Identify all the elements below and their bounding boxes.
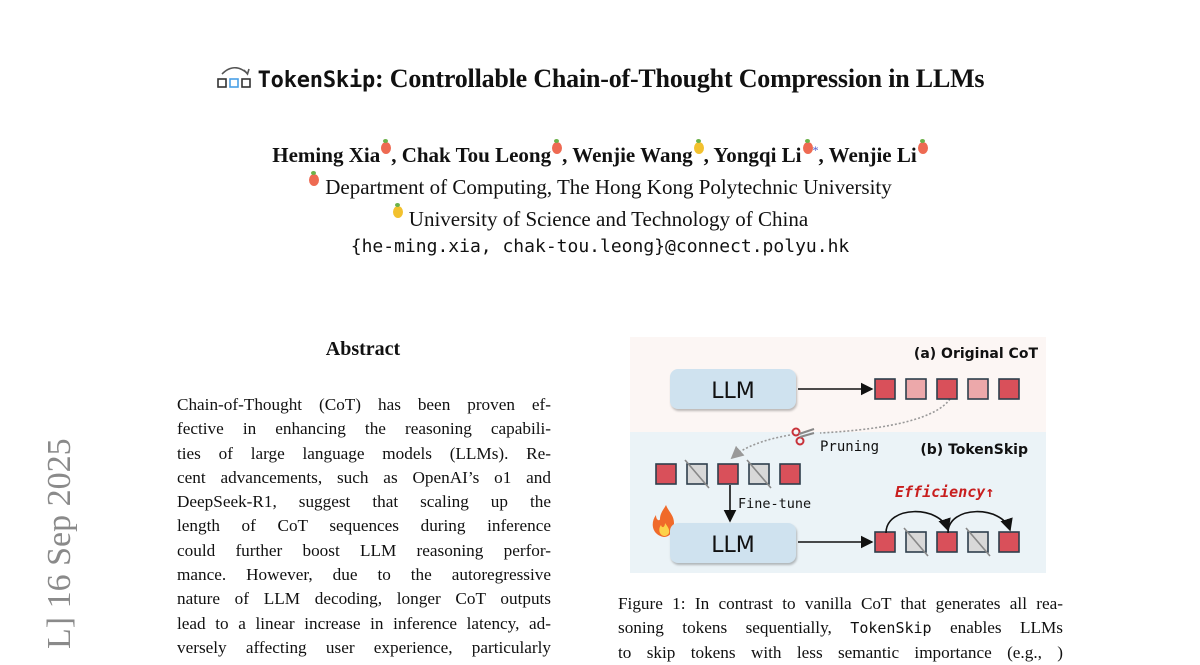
label-tokenskip: (b) TokenSkip — [920, 442, 1028, 458]
abstract-line: could further boost LLM reasoning perfor… — [177, 540, 551, 560]
token-important — [998, 378, 1020, 400]
token-kept — [717, 463, 739, 485]
peach-icon — [802, 139, 813, 154]
abstract-heading: Abstract — [325, 338, 401, 360]
abstract-line: Chain-of-Thought (CoT) has been proven e… — [177, 395, 551, 414]
abstract-line: mance. However, due to the autoregressiv… — [177, 565, 551, 585]
abstract-line: lead to a linear increase in inference l… — [177, 613, 551, 633]
abstract-line: length of CoT sequences during inference — [177, 516, 551, 536]
figure-1-caption: Figure 1: In contrast to vanilla CoT tha… — [618, 592, 1063, 665]
token-kept — [655, 463, 677, 485]
affiliation-2: University of Science and Technology of … — [0, 203, 1200, 232]
figure-1: (a) Original CoT (b) TokenSkip LLM Pruni… — [630, 337, 1046, 573]
token-strike — [746, 459, 772, 489]
author-name: Wenjie Li — [828, 143, 917, 167]
llm-label-bottom: LLM — [711, 533, 755, 558]
author-separator: , — [562, 143, 573, 167]
skip-arc-1 — [885, 510, 951, 534]
token-kept — [936, 531, 958, 553]
author-separator: , — [391, 143, 402, 167]
llm-box-bottom — [670, 523, 796, 563]
affiliation-text: University of Science and Technology of … — [408, 207, 809, 231]
label-original-cot: (a) Original CoT — [914, 346, 1039, 362]
pruning-label: Pruning — [820, 439, 879, 455]
caption-line: soning tokens sequentially, TokenSkip en… — [618, 616, 1063, 640]
lemon-icon — [392, 203, 403, 218]
peach-icon — [309, 171, 320, 186]
pruning-curve-top — [819, 398, 951, 434]
llm-box-top — [670, 369, 796, 409]
author-name: Chak Tou Leong — [401, 143, 552, 167]
caption-text: enables LLMs — [931, 618, 1063, 638]
token-kept — [779, 463, 801, 485]
abstract-line: DeepSeek-R1, suggest that scaling up the — [177, 492, 551, 512]
token-unimportant — [967, 378, 989, 400]
token-strike — [903, 527, 929, 557]
corresponding-author-mark: * — [812, 143, 819, 157]
efficiency-label: Efficiency↑ — [895, 483, 994, 501]
scissors-icon — [791, 427, 815, 446]
title-tokenskip: TokenSkip — [257, 68, 376, 93]
paper-title: TokenSkip: Controllable Chain-of-Thought… — [0, 64, 1200, 94]
caption-line: to skip tokens with less semantic import… — [618, 642, 1063, 662]
author-separator: , — [703, 143, 714, 167]
affiliation-1: Department of Computing, The Hong Kong P… — [0, 171, 1200, 200]
arxiv-stamp: L] 16 Sep 2025 — [41, 438, 78, 649]
token-important — [936, 378, 958, 400]
token-kept — [874, 531, 896, 553]
lemon-icon — [693, 139, 704, 154]
token-strike — [965, 527, 991, 557]
caption-tokenskip: TokenSkip — [850, 619, 932, 638]
abstract-line: ties of large language models (LLMs). Re… — [177, 443, 551, 463]
abstract-line: nature of LLM decoding, longer CoT outpu… — [177, 589, 551, 609]
token-unimportant — [905, 378, 927, 400]
abstract-line: cent advancements, such as OpenAI’s o1 a… — [177, 467, 551, 487]
affiliation-text: Department of Computing, The Hong Kong P… — [325, 175, 892, 199]
peach-icon — [552, 139, 563, 154]
finetune-label: Fine-tune — [738, 496, 811, 512]
abstract-line: versely affecting user experience, parti… — [177, 637, 551, 657]
token-important — [874, 378, 896, 400]
author-separator: , — [818, 143, 829, 167]
author-email: {he-ming.xia, chak-tou.leong}@connect.po… — [350, 236, 850, 257]
token-kept — [998, 531, 1020, 553]
title-rest: : Controllable Chain-of-Thought Compress… — [375, 64, 985, 93]
fire-icon — [652, 505, 674, 537]
author-list: Heming Xia, Chak Tou Leong, Wenjie Wang,… — [0, 139, 1200, 168]
author-name: Heming Xia — [272, 143, 381, 167]
caption-line: Figure 1: In contrast to vanilla CoT tha… — [618, 594, 1063, 613]
peach-icon — [381, 139, 392, 154]
pruning-curve-bottom — [730, 434, 791, 460]
peach-icon — [917, 139, 928, 154]
llm-label-top: LLM — [711, 379, 755, 404]
figure-1-diagram: (a) Original CoT (b) TokenSkip LLM Pruni… — [630, 337, 1046, 573]
caption-text: soning tokens sequentially, — [618, 618, 851, 638]
skip-arc-2 — [947, 510, 1013, 534]
abstract-line: fective in enhancing the reasoning capab… — [177, 419, 551, 439]
abstract-body: Chain-of-Thought (CoT) has been proven e… — [177, 393, 551, 660]
tokenskip-logo-icon — [216, 64, 254, 90]
author-name: Yongqi Li — [713, 143, 802, 167]
author-name: Wenjie Wang — [572, 143, 693, 167]
token-strike — [684, 459, 710, 489]
